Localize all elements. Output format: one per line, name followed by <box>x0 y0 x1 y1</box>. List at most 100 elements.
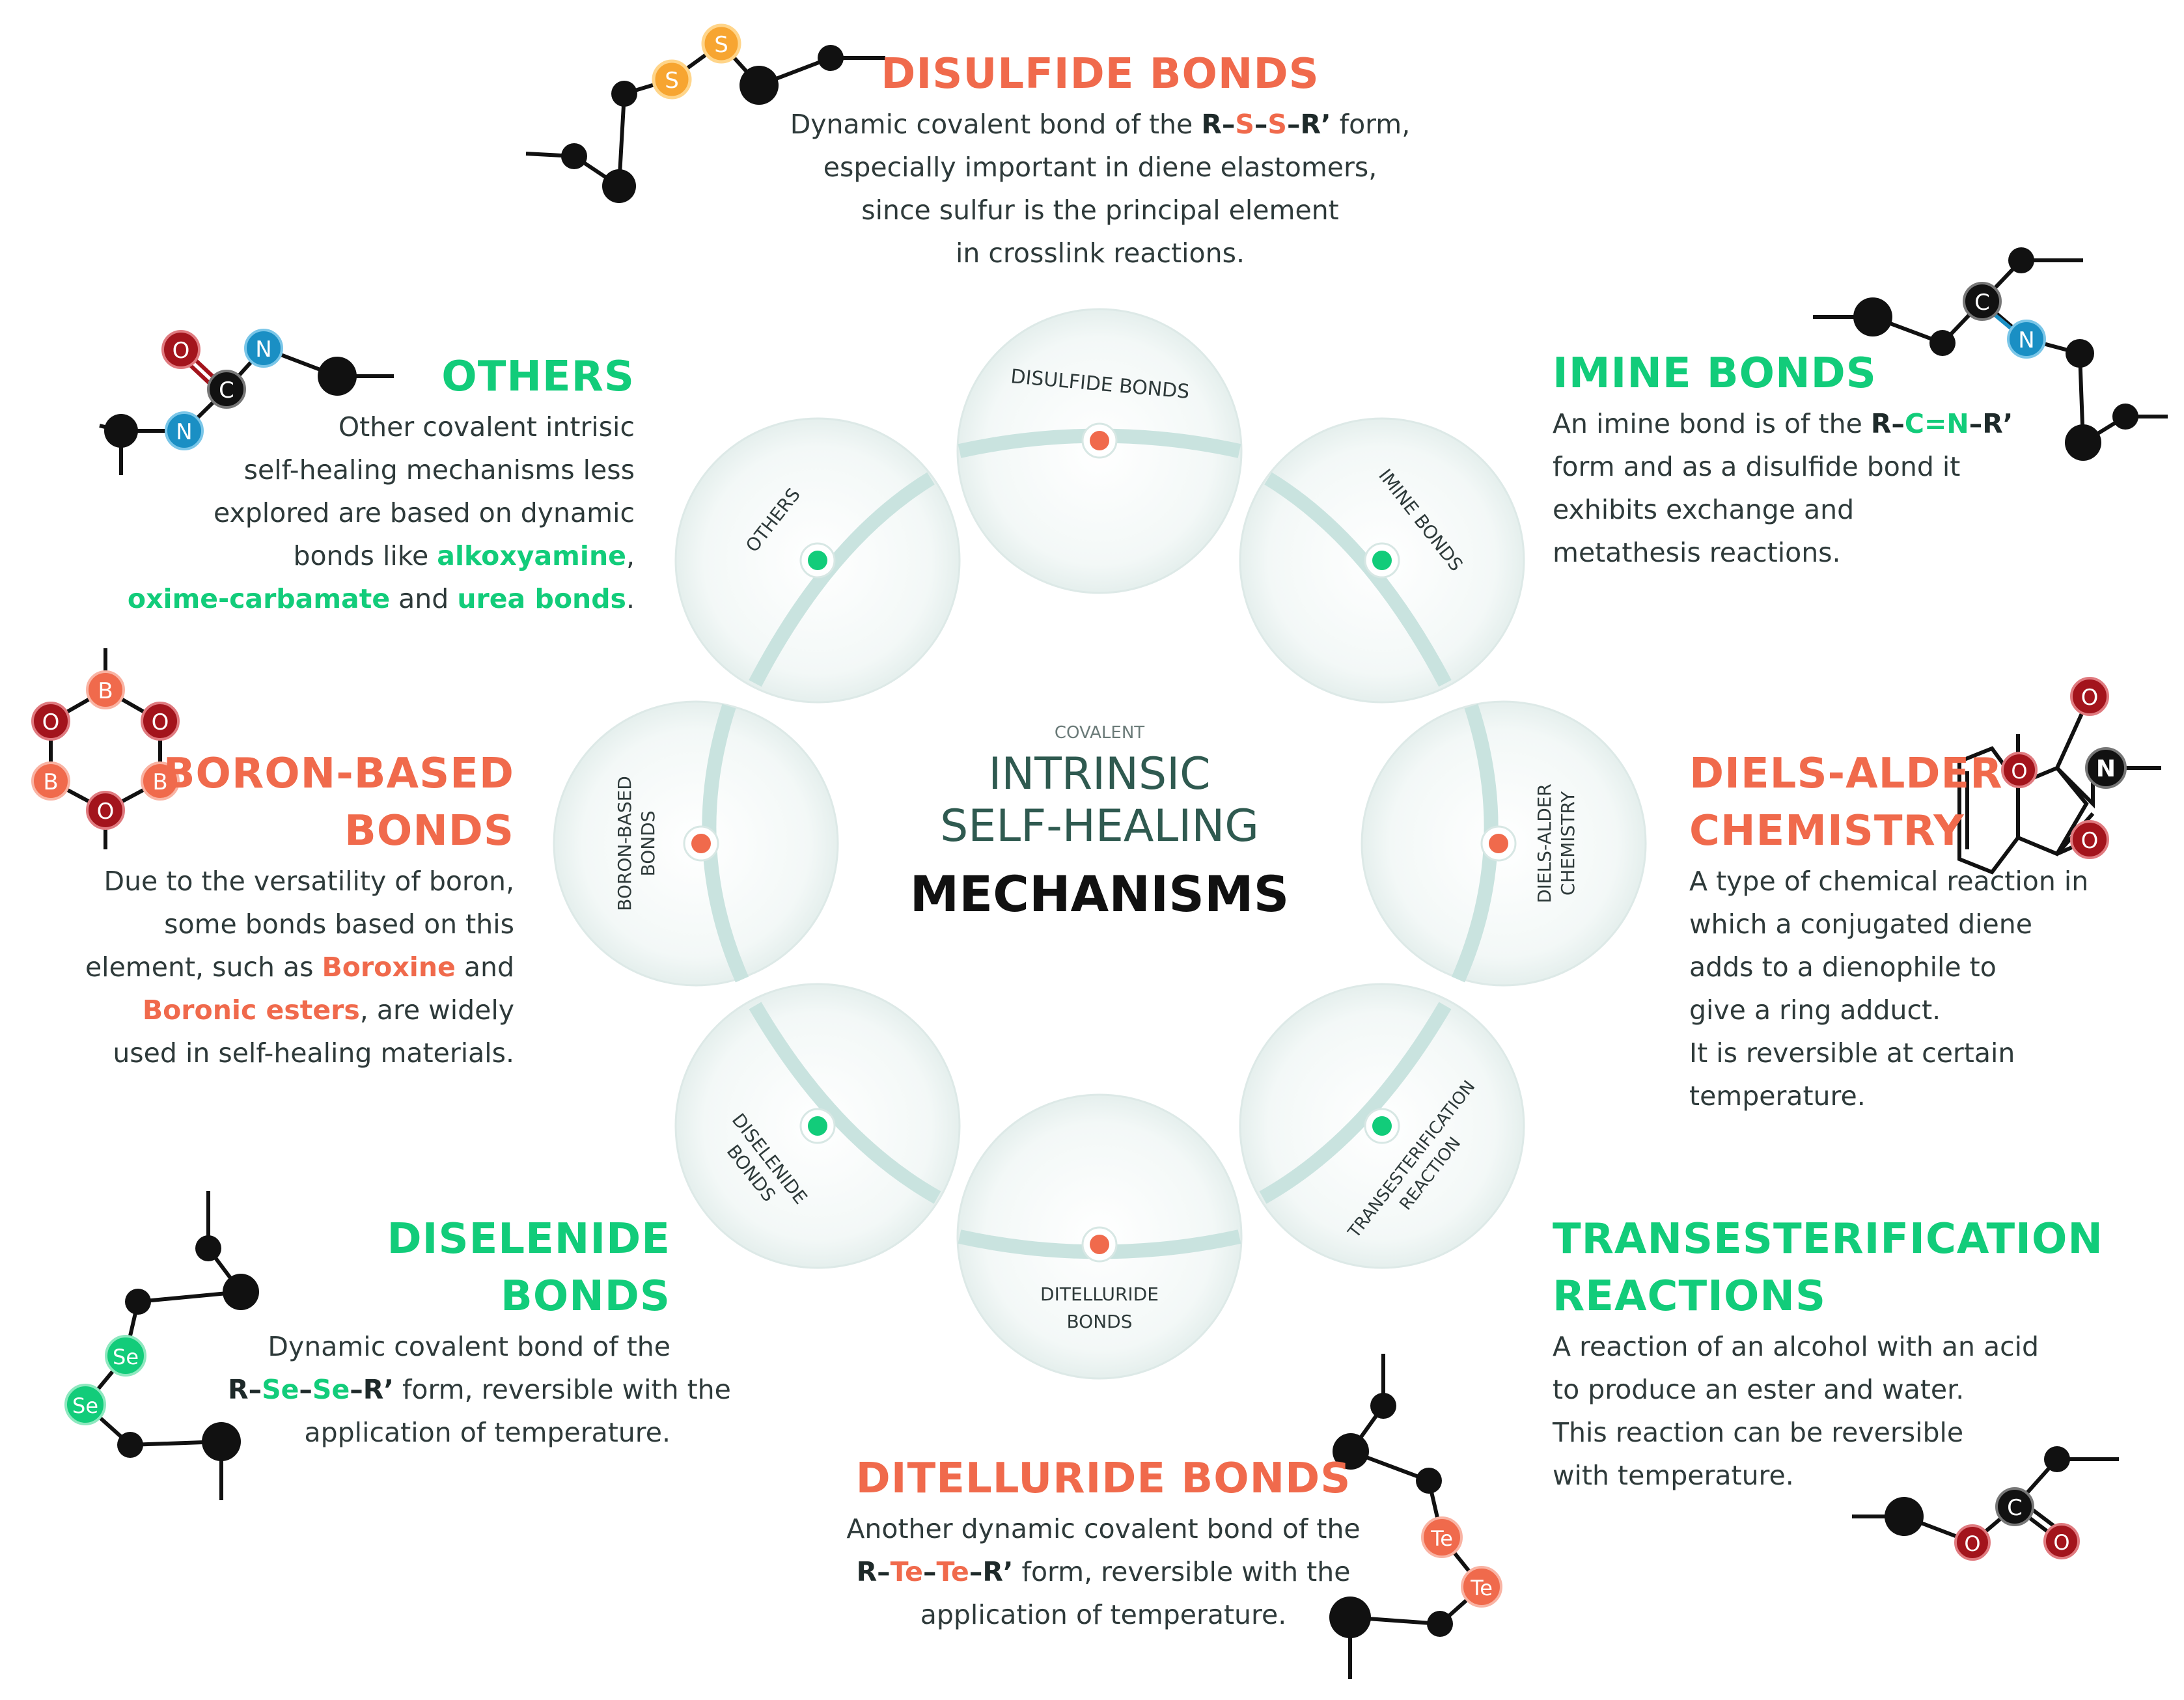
disc-disulfide: DISULFIDE BONDS <box>956 308 1243 594</box>
center-small-label: COVALENT <box>1055 723 1144 743</box>
disc-diels-label-2: CHEMISTRY <box>1557 791 1579 896</box>
disc-ditelluride-label-2: BONDS <box>1066 1311 1132 1332</box>
atom-te-2: Te <box>1470 1576 1493 1600</box>
atom-c-others: C <box>219 377 234 404</box>
atom-o-ester-2: O <box>2053 1530 2069 1555</box>
atom-n-da: N <box>2096 756 2116 782</box>
ditelluride-line-3: application of temperature. <box>920 1599 1287 1630</box>
imine-line-4: metathesis reactions. <box>1553 537 1841 568</box>
boroxine-molecule-icon: B O B O B O <box>31 648 180 849</box>
trans-line-2: to produce an ester and water. <box>1553 1374 1965 1405</box>
diels-line-2: which a conjugated diene <box>1689 909 2032 940</box>
trans-title-1: TRANSESTERIFICATION <box>1553 1215 2103 1263</box>
diselenide-line-3: application of temperature. <box>304 1417 671 1448</box>
disulfide-molecule-icon: S S <box>525 23 885 203</box>
atom-s-1: S <box>665 68 679 94</box>
disc-transesterification: TRANSESTERIFICATION REACTION <box>1239 983 1525 1269</box>
trans-line-3: This reaction can be reversible <box>1553 1417 1964 1448</box>
diels-line-6: temperature. <box>1689 1080 1866 1112</box>
boron-line-3: element, such as Boroxine and <box>85 952 514 983</box>
atom-n-2: N <box>255 336 271 363</box>
ditelluride-line-2: R–Te–Te–R’ form, reversible with the <box>856 1556 1351 1587</box>
imine-line-1: An imine bond is of the R–C=N–R’ <box>1553 408 2013 439</box>
diels-title-2: CHEMISTRY <box>1689 807 1965 855</box>
imine-line-3: exhibits exchange and <box>1553 494 1855 525</box>
ditelluride-title: DITELLURIDE BONDS <box>855 1455 1351 1503</box>
trans-line-1: A reaction of an alcohol with an acid <box>1553 1331 2039 1362</box>
boron-line-4: Boronic esters, are widely <box>142 994 514 1026</box>
boron-title-2: BONDS <box>344 807 514 855</box>
trans-line-4: with temperature. <box>1553 1460 1794 1491</box>
disulfide-line-1: Dynamic covalent bond of the R–S–S–R’ fo… <box>790 109 1411 140</box>
center-line-2: SELF-HEALING <box>940 801 1259 852</box>
center-line-3: MECHANISMS <box>910 865 1290 923</box>
atom-o-3: O <box>42 709 60 735</box>
disc-diselenide: DISELENIDE BONDS <box>674 983 961 1269</box>
atom-o-da-3: O <box>2011 759 2027 784</box>
boron-line-2: some bonds based on this <box>164 909 514 940</box>
wheel: DISULFIDE BONDS IMINE BONDS DIELS-ALDER … <box>553 308 1647 1380</box>
diels-line-4: give a ring adduct. <box>1689 994 1941 1026</box>
atom-b-1: B <box>98 678 113 704</box>
diels-title-1: DIELS-ALDER <box>1689 750 2003 798</box>
disulfide-title: DISULFIDE BONDS <box>881 50 1320 98</box>
atom-te-1: Te <box>1430 1526 1453 1551</box>
trans-block: TRANSESTERIFICATION REACTIONS A reaction… <box>1553 1211 2138 1497</box>
diselenide-block: DISELENIDE BONDS Dynamic covalent bond o… <box>228 1211 731 1454</box>
diels-alder-molecule-icon: O O N O <box>1957 677 2161 875</box>
disc-diels-label-1: DIELS-ALDER <box>1534 784 1555 903</box>
center-title: COVALENT INTRINSIC SELF-HEALING MECHANIS… <box>910 723 1290 923</box>
disulfide-line-4: in crosslink reactions. <box>955 238 1245 269</box>
others-line-4: bonds like alkoxyamine, <box>293 540 635 571</box>
ester-molecule-icon: C O O <box>1852 1446 2119 1561</box>
atom-n: N <box>2018 327 2034 353</box>
others-line-2: self-healing mechanisms less <box>243 454 635 486</box>
ditelluride-line-1: Another dynamic covalent bond of the <box>846 1513 1361 1544</box>
diels-line-3: adds to a dienophile to <box>1689 952 1997 983</box>
others-line-3: explored are based on dynamic <box>213 497 635 528</box>
others-title: OTHERS <box>441 353 635 401</box>
boron-block: BORON-BASED BONDS Due to the versatility… <box>59 745 514 1075</box>
disc-ditelluride-label-1: DITELLURIDE <box>1040 1283 1159 1305</box>
disc-boron-label-1: BORON-BASED <box>614 776 635 911</box>
atom-c: C <box>1974 290 1990 316</box>
diselenide-title-1: DISELENIDE <box>387 1215 670 1263</box>
atom-se-1: Se <box>113 1345 139 1369</box>
ditelluride-block: DITELLURIDE BONDS Another dynamic covale… <box>807 1450 1400 1636</box>
others-molecule-icon: N N C O <box>99 329 394 475</box>
disc-others: OTHERS <box>674 417 961 704</box>
disulfide-block: DISULFIDE BONDS Dynamic covalent bond of… <box>762 46 1439 275</box>
atom-o-da-1: O <box>2081 685 2099 711</box>
disulfide-line-2: especially important in diene elastomers… <box>823 152 1377 183</box>
atom-s-2: S <box>714 32 728 58</box>
atom-o-da-2: O <box>2081 828 2099 854</box>
boron-line-5: used in self-healing materials. <box>113 1037 514 1069</box>
atom-b-3: B <box>43 769 58 795</box>
boron-title-1: BORON-BASED <box>163 750 514 798</box>
diselenide-line-2: R–Se–Se–R’ form, reversible with the <box>228 1374 731 1405</box>
center-line-1: INTRINSIC <box>988 748 1210 800</box>
atom-o-others: O <box>173 338 190 364</box>
diels-block: DIELS-ALDER CHEMISTRY A type of chemical… <box>1689 745 2171 1117</box>
diels-line-5: It is reversible at certain <box>1689 1037 2015 1069</box>
atom-c-ester: C <box>2007 1495 2023 1521</box>
disc-ditelluride: DITELLURIDE BONDS <box>956 1093 1243 1380</box>
atom-n-1: N <box>176 419 192 445</box>
disc-imine: IMINE BONDS <box>1239 417 1525 704</box>
boron-line-1: Due to the versatility of boron, <box>104 866 515 897</box>
atom-o-1: O <box>152 709 169 735</box>
trans-title-2: REACTIONS <box>1553 1272 1827 1321</box>
others-line-5: oxime-carbamate and urea bonds. <box>127 583 635 614</box>
imine-molecule-icon: C N <box>1813 247 2168 461</box>
atom-o-2: O <box>97 799 115 825</box>
disc-boron-label-2: BONDS <box>637 810 659 876</box>
atom-se-2: Se <box>72 1393 98 1418</box>
atom-o-ester-1: O <box>1964 1531 1980 1556</box>
diselenide-title-2: BONDS <box>501 1272 670 1321</box>
diselenide-molecule-icon: Se Se <box>64 1191 259 1500</box>
imine-line-2: form and as a disulfide bond it <box>1553 451 1961 482</box>
disc-boron: BORON-BASED BONDS <box>553 700 839 987</box>
disulfide-line-3: since sulfur is the principal element <box>861 195 1339 226</box>
imine-title: IMINE BONDS <box>1553 350 1877 398</box>
